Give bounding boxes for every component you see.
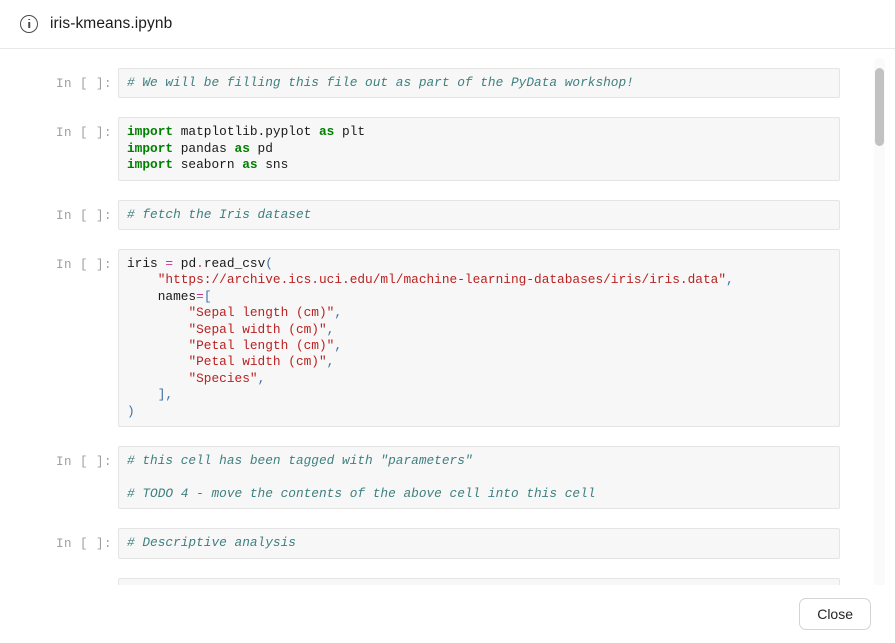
- code-token-plain: seaborn: [173, 157, 243, 173]
- cell-input-editor[interactable]: # fetch the Iris dataset: [118, 199, 840, 231]
- code-token-plain: [127, 387, 158, 402]
- scrollbar-thumb[interactable]: [875, 68, 884, 146]
- code-token-plain: names: [127, 288, 197, 304]
- code-line: iris = pd.read_csv(: [127, 256, 831, 272]
- code-token-keyword: as: [242, 157, 258, 173]
- code-token-op: =: [165, 256, 174, 272]
- code-token-plain: read_csv: [203, 256, 266, 272]
- code-token-comment: # this cell has been tagged with "parame…: [127, 453, 473, 469]
- code-token-string: "Sepal width (cm)": [188, 321, 327, 337]
- code-token-plain: matplotlib.pyplot: [173, 124, 319, 140]
- code-token-keyword: import: [127, 124, 174, 140]
- code-token-plain: [127, 272, 158, 287]
- code-token-punct: ,: [726, 272, 734, 288]
- cell-prompt: In [ ]:: [56, 77, 113, 91]
- code-token-plain: iris: [127, 256, 166, 272]
- cell-prompt: In [ ]:: [56, 258, 113, 273]
- vertical-scrollbar[interactable]: [874, 58, 885, 618]
- document-title: iris-kmeans.ipynb: [50, 15, 173, 32]
- code-line: "Petal length (cm)",: [127, 338, 831, 354]
- notebook-cell[interactable]: In [ ]: iris = pd.read_csv( "https://arch…: [0, 249, 895, 428]
- code-token-plain: [127, 338, 188, 353]
- code-token-keyword: import: [127, 157, 174, 173]
- code-line: import seaborn as sns: [127, 157, 831, 173]
- code-token-punct: ,: [334, 338, 343, 354]
- code-line: ): [127, 404, 831, 420]
- code-token-plain: pd: [173, 256, 197, 272]
- code-line: # fetch the Iris dataset: [127, 207, 831, 223]
- code-token-keyword: as: [234, 140, 250, 156]
- code-token-comment: # Descriptive analysis: [127, 535, 296, 551]
- code-token-string: "Petal length (cm)": [188, 338, 335, 354]
- cell-prompt: In [ ]:: [56, 126, 113, 141]
- code-line: names=[: [127, 289, 831, 305]
- code-line: "https://archive.ics.uci.edu/ml/machine-…: [127, 272, 831, 288]
- code-line: # Descriptive analysis: [127, 535, 831, 551]
- code-token-punct: ,: [326, 321, 335, 337]
- code-token-keyword: import: [127, 140, 174, 156]
- code-line: "Petal width (cm)",: [127, 354, 831, 370]
- code-token-punct: ,: [334, 305, 343, 321]
- notebook-cell[interactable]: In [ ]: # this cell has been tagged with …: [0, 446, 895, 510]
- cell-input-editor[interactable]: # Descriptive analysis: [118, 528, 840, 559]
- code-token-plain: pandas: [173, 140, 235, 156]
- cell-input-editor[interactable]: # We will be filling this file out as pa…: [118, 68, 840, 99]
- cell-prompt: In [ ]:: [56, 537, 113, 552]
- code-line: "Species",: [127, 371, 831, 387]
- code-token-punct: ],: [157, 387, 174, 403]
- code-token-plain: [127, 322, 188, 337]
- code-token-comment: # We will be filling this file out as pa…: [127, 75, 634, 90]
- notebook-cell[interactable]: In [ ]: # Descriptive analysis: [0, 528, 895, 559]
- notebook-scroll-area[interactable]: In [ ]: # We will be filling this file ou…: [0, 50, 895, 643]
- info-circle-icon: [20, 15, 38, 33]
- code-token-comment: # TODO 4 - move the contents of the abov…: [127, 485, 596, 501]
- code-line: "Sepal width (cm)",: [127, 322, 831, 338]
- code-token-plain: [127, 371, 188, 386]
- code-token-comment: # fetch the Iris dataset: [127, 206, 312, 222]
- cell-input-editor[interactable]: iris = pd.read_csv( "https://archive.ics…: [118, 249, 840, 428]
- cell-prompt: In [ ]:: [56, 208, 113, 223]
- code-token-plain: [127, 354, 188, 369]
- code-token-punct: (: [265, 256, 273, 272]
- code-line: import pandas as pd: [127, 141, 831, 157]
- code-token-op: =: [196, 288, 204, 304]
- code-line: # We will be filling this file out as pa…: [127, 75, 831, 91]
- code-line: import matplotlib.pyplot as plt: [127, 124, 831, 140]
- footer-bar: Close: [0, 585, 895, 643]
- cell-input-editor[interactable]: # this cell has been tagged with "parame…: [118, 446, 840, 510]
- code-token-string: "Species": [188, 370, 258, 386]
- code-token-keyword: as: [319, 124, 335, 140]
- code-token-string: "Sepal length (cm)": [188, 305, 335, 321]
- code-line: # TODO 4 - move the contents of the abov…: [127, 486, 831, 502]
- notebook-cell[interactable]: In [ ]: # We will be filling this file ou…: [0, 68, 895, 99]
- code-token-plain: sns: [257, 157, 289, 173]
- code-token-punct: ): [127, 403, 135, 419]
- code-token-string: "https://archive.ics.uci.edu/ml/machine-…: [157, 272, 726, 288]
- code-token-plain: [127, 305, 188, 320]
- close-button[interactable]: Close: [799, 598, 871, 630]
- window-titlebar: iris-kmeans.ipynb: [0, 0, 895, 49]
- code-token-plain: pd: [249, 140, 273, 156]
- code-line: # this cell has been tagged with "parame…: [127, 453, 831, 469]
- notebook-cell[interactable]: In [ ]: # fetch the Iris dataset: [0, 199, 895, 231]
- code-token-punct: ,: [257, 370, 266, 386]
- code-line: ],: [127, 387, 831, 403]
- cell-prompt: In [ ]:: [56, 455, 113, 470]
- code-token-punct: [: [203, 288, 212, 304]
- code-line: [127, 470, 831, 486]
- code-line: "Sepal length (cm)",: [127, 305, 831, 321]
- code-token-string: "Petal width (cm)": [188, 354, 327, 370]
- notebook-cell-list: In [ ]: # We will be filling this file ou…: [0, 50, 895, 609]
- code-token-punct: ,: [326, 354, 335, 370]
- code-token-op: .: [196, 256, 204, 272]
- code-token-plain: plt: [334, 124, 366, 140]
